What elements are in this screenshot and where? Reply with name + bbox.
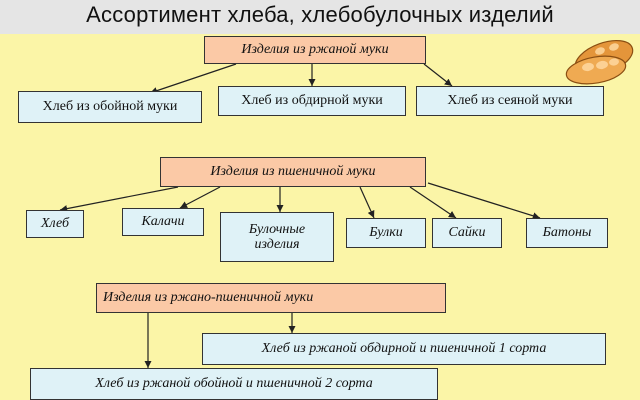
rye-products-header: Изделия из ржаной муки — [204, 36, 426, 64]
wheat-item-bun-products: Булочные изделия — [220, 212, 334, 262]
wheat-products-header: Изделия из пшеничной муки — [160, 157, 426, 187]
wheat-item-bread: Хлеб — [26, 210, 84, 238]
wheat-item-bulki: Булки — [346, 218, 426, 248]
title-bar — [0, 0, 640, 34]
wheat-item-saiki: Сайки — [432, 218, 502, 248]
rye-item-sifted-flour: Хлеб из сеяной муки — [416, 86, 604, 116]
wheat-item-kalachi: Калачи — [122, 208, 204, 236]
page-title: Ассортимент хлеба, хлебобулочных изделий — [86, 2, 554, 27]
rye-wheat-item-wallpaper-2nd: Хлеб из ржаной обойной и пшеничной 2 сор… — [30, 368, 438, 400]
rye-wheat-products-header: Изделия из ржано-пшеничной муки — [96, 283, 446, 313]
bread-loaves-icon — [565, 39, 634, 85]
rye-item-peeled-flour: Хлеб из обдирной муки — [218, 86, 406, 116]
rye-wheat-item-peeled-1st: Хлеб из ржаной обдирной и пшеничной 1 со… — [202, 333, 606, 365]
rye-item-wallpaper-flour: Хлеб из обойной муки — [18, 91, 202, 123]
wheat-item-batony: Батоны — [526, 218, 608, 248]
